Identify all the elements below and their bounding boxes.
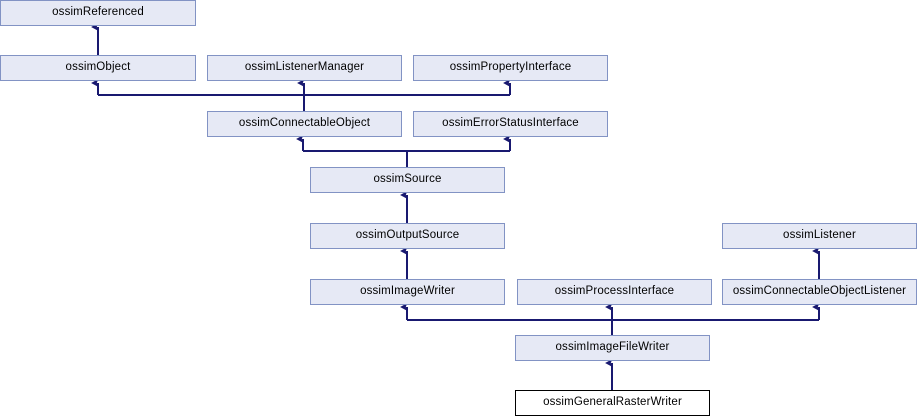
class-node-ossimReferenced[interactable]: ossimReferenced [0, 0, 196, 26]
class-node-ossimImageWriter[interactable]: ossimImageWriter [310, 279, 505, 305]
class-node-ossimSource[interactable]: ossimSource [310, 167, 505, 193]
class-node-label: ossimOutputSource [355, 229, 460, 242]
class-node-label: ossimListenerManager [244, 61, 365, 74]
class-node-ossimImageFileWriter[interactable]: ossimImageFileWriter [515, 335, 710, 361]
class-node-ossimOutputSource[interactable]: ossimOutputSource [310, 223, 505, 249]
class-node-label: ossimConnectableObject [238, 117, 371, 130]
class-node-label: ossimErrorStatusInterface [442, 117, 579, 130]
class-node-ossimPropertyInterface[interactable]: ossimPropertyInterface [413, 55, 608, 81]
class-node-ossimGeneralRasterWriter[interactable]: ossimGeneralRasterWriter [515, 390, 710, 416]
class-node-ossimConnectableObject[interactable]: ossimConnectableObject [207, 111, 402, 137]
class-node-label: ossimReferenced [52, 6, 144, 19]
class-node-label: ossimListener [783, 229, 856, 242]
class-node-label: ossimSource [373, 173, 442, 186]
class-node-ossimListenerManager[interactable]: ossimListenerManager [207, 55, 402, 81]
class-node-label: ossimImageWriter [360, 285, 455, 298]
class-node-ossimErrorStatusInterface[interactable]: ossimErrorStatusInterface [413, 111, 608, 137]
class-node-label: ossimPropertyInterface [449, 61, 572, 74]
class-node-ossimProcessInterface[interactable]: ossimProcessInterface [517, 279, 712, 305]
class-node-label: ossimConnectableObjectListener [732, 285, 907, 298]
class-node-ossimConnectableObjectListener[interactable]: ossimConnectableObjectListener [722, 279, 917, 305]
class-node-label: ossimGeneralRasterWriter [543, 396, 682, 409]
class-node-label: ossimProcessInterface [554, 285, 675, 298]
class-node-ossimObject[interactable]: ossimObject [0, 55, 196, 81]
class-node-ossimListener[interactable]: ossimListener [722, 223, 917, 249]
class-node-label: ossimObject [65, 61, 131, 74]
class-node-label: ossimImageFileWriter [555, 341, 670, 354]
